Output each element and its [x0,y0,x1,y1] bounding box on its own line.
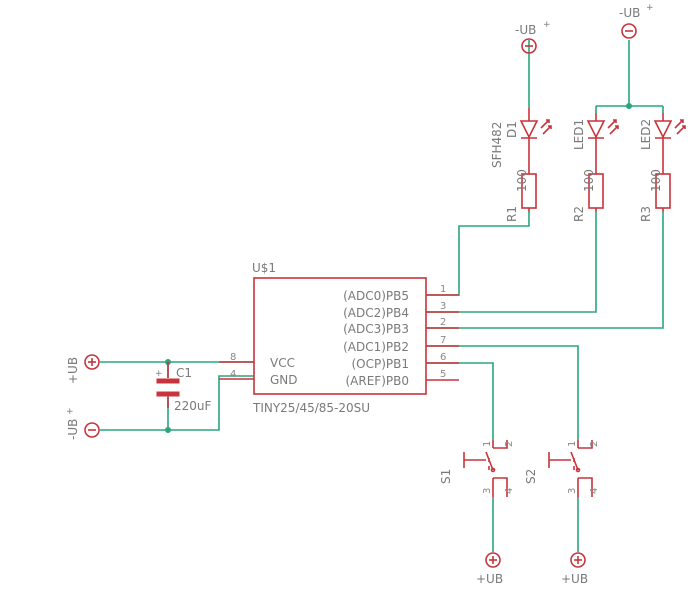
resistor-value: 100 [649,169,663,192]
supply-pos-bottom-s2: +UB [561,552,588,586]
resistor-name: R2 [572,206,586,222]
supply-label: -UB [619,6,640,20]
led-name: LED1 [572,119,586,150]
emission-arrows-icon [540,119,552,135]
ic-pin-number: 8 [230,352,236,363]
emission-arrows-icon [674,119,686,135]
ic-pin-number: 6 [440,352,446,363]
net-pb5 [426,212,530,296]
ic-pin-number: 4 [230,369,236,380]
supply-pos-bottom-s1: +UB [476,552,503,586]
junction-led-supply [626,103,632,109]
net-pb1 [426,362,494,440]
emission-arrows-icon [607,119,619,135]
ic-pin-label: (AREF)PB0 [346,374,410,388]
ic-pin-number: 3 [440,301,446,312]
diode-value: SFH482 [490,122,504,168]
diode-name: D1 [505,121,519,138]
capacitor-value: 220uF [174,399,212,413]
net-pb3 [426,212,664,329]
switch-name: S1 [439,469,453,484]
led-2: LED2 [639,113,686,150]
junction-gnd [165,427,171,433]
ic-pin-label: VCC [270,356,295,370]
supply-neg-top-right: -UB + [619,3,654,39]
resistor-r1: R1 100 [505,150,537,222]
resistor-r3: R3 100 [639,150,671,222]
ic-value: TINY25/45/85-20SU [252,401,370,415]
led-1: LED1 [572,113,619,150]
ic-left-pin-lines [219,361,254,380]
ic-pin-label: GND [270,373,298,387]
resistor-name: R3 [639,206,653,222]
supply-plus-mark: + [66,407,74,417]
capacitor-name: C1 [176,366,192,380]
switch-pin-number: 2 [504,441,515,447]
ic-pin-label: (ADC3)PB3 [343,322,409,336]
switch-pin-number: 1 [482,441,493,447]
ic-pin-label: (ADC0)PB5 [343,289,409,303]
resistor-value: 100 [582,169,596,192]
supply-pos-left: +UB [66,354,100,384]
supply-label: +UB [66,357,80,384]
net-gnd [100,375,254,431]
resistor-name: R1 [505,206,519,222]
resistor-value: 100 [515,169,529,192]
led-name: LED2 [639,119,653,150]
diode-d1: D1 SFH482 [490,108,552,168]
capacitor-c1: + C1 220uF [155,362,212,413]
resistor-r2: R2 100 [572,150,604,222]
supply-label: -UB [515,23,536,37]
supply-plus-mark: + [646,3,654,13]
ic-pin-number: 7 [440,335,446,346]
switch-pin-number: 4 [504,488,515,494]
switch-pin-number: 4 [589,488,600,494]
net-pb2 [426,345,579,440]
ic-name: U$1 [252,261,276,275]
supply-plus-mark: + [543,20,551,30]
supply-label: +UB [561,572,588,586]
cap-polarity-mark: + [155,369,163,379]
net-pb4 [426,212,597,313]
supply-neg-top-left: -UB + [515,20,551,54]
ic-pin-number: 2 [440,317,446,328]
switch-name: S2 [524,469,538,484]
switch-s1: 1 2 3 4 S1 [439,440,515,497]
switch-pin-number: 3 [482,488,493,494]
ic-pin-label: (ADC2)PB4 [343,306,409,320]
switch-pin-number: 2 [589,441,600,447]
ic-pin-number: 1 [440,284,446,295]
ic-right-pin-lines [426,294,459,381]
supply-label: +UB [476,572,503,586]
supply-neg-left: -UB + [66,407,100,440]
ic-attiny: U$1 TINY25/45/85-20SU 8 4 VCC GND 1 3 2 … [219,261,459,415]
switch-s2: 1 2 3 4 S2 [524,440,600,497]
ic-pin-label: (ADC1)PB2 [343,340,409,354]
supply-label: -UB [66,419,80,440]
switch-pin-number: 1 [567,441,578,447]
ic-pin-number: 5 [440,369,446,380]
net-led-supply [595,40,664,113]
ic-pin-label: (OCP)PB1 [351,357,409,371]
switch-pin-number: 3 [567,488,578,494]
